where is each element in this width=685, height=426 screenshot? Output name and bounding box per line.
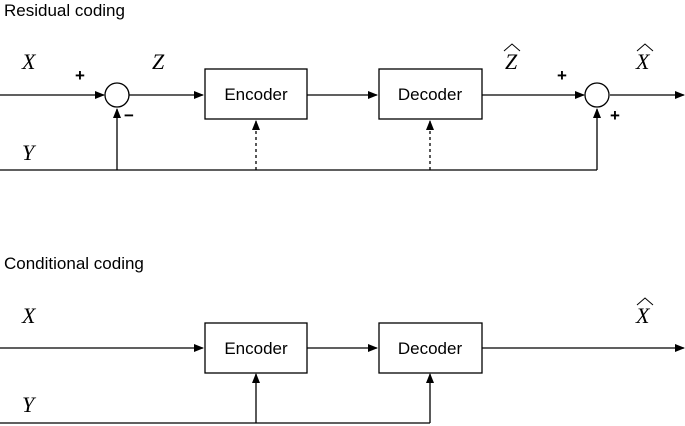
residual-x-hat-text: X xyxy=(635,49,651,74)
residual-coding-title: Residual coding xyxy=(4,1,125,20)
residual-z-hat-label: Z xyxy=(503,43,521,74)
residual-x-hat-label: X xyxy=(635,43,654,74)
conditional-encoder-box xyxy=(204,322,308,374)
conditional-x-hat-label: X xyxy=(635,297,654,328)
subtract-plus-sign: + xyxy=(75,66,85,85)
x-hat-accent xyxy=(636,297,654,306)
residual-decoder-label: Decoder xyxy=(398,85,463,104)
conditional-decoder-box xyxy=(378,322,483,374)
residual-coding-diagram: Residual coding X Y Z Z X + − + + xyxy=(0,1,685,171)
residual-decoder-block: Decoder xyxy=(378,68,483,120)
residual-encoder-block: Encoder xyxy=(204,68,308,120)
add-plus-sign-top: + xyxy=(557,66,567,85)
add-plus-sign-bottom: + xyxy=(610,106,620,125)
residual-z-label: Z xyxy=(152,49,165,74)
conditional-input-y-label: Y xyxy=(22,392,37,417)
conditional-encoder-label: Encoder xyxy=(224,339,288,358)
conditional-coding-diagram: Conditional coding X Y X Encoder Decoder xyxy=(0,254,685,424)
conditional-encoder-block: Encoder xyxy=(204,322,308,374)
conditional-decoder-label: Decoder xyxy=(398,339,463,358)
z-hat-accent xyxy=(503,43,521,52)
residual-input-x-label: X xyxy=(21,49,37,74)
residual-decoder-box xyxy=(378,68,483,120)
adder-node xyxy=(584,82,610,108)
residual-z-hat-text: Z xyxy=(505,49,518,74)
residual-input-y-label: Y xyxy=(22,140,37,165)
subtract-minus-sign: − xyxy=(124,106,134,125)
conditional-input-x-label: X xyxy=(21,303,37,328)
subtractor-node xyxy=(104,82,130,108)
x-hat-accent xyxy=(636,43,654,52)
conditional-x-hat-text: X xyxy=(635,303,651,328)
residual-encoder-box xyxy=(204,68,308,120)
conditional-coding-title: Conditional coding xyxy=(4,254,144,273)
conditional-decoder-block: Decoder xyxy=(378,322,483,374)
residual-encoder-label: Encoder xyxy=(224,85,288,104)
